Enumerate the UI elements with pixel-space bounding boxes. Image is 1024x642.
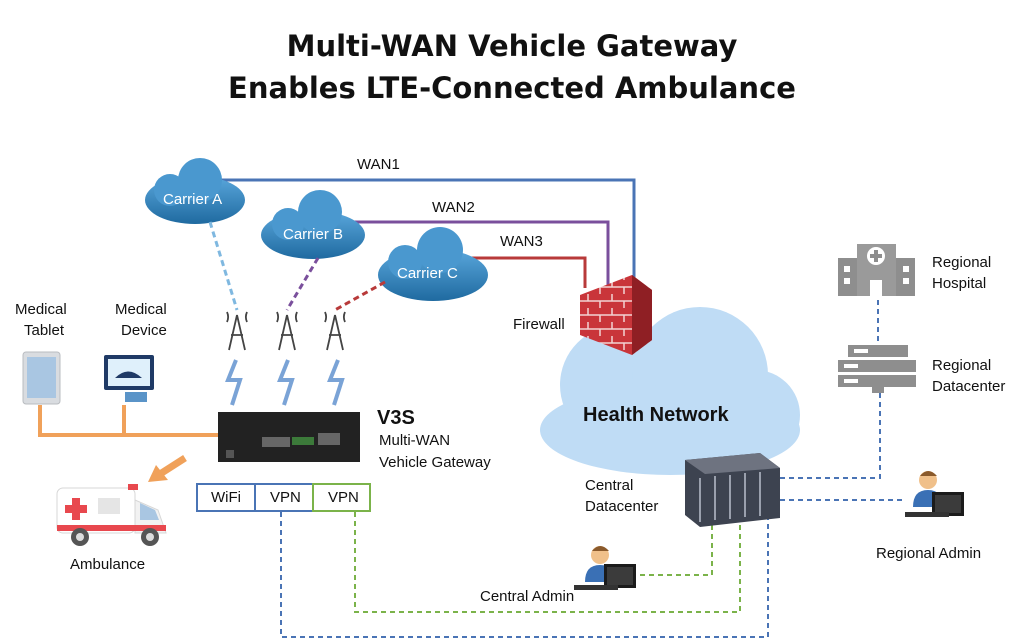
wan1-label: WAN1 [357, 156, 400, 173]
wifi-port-box [196, 483, 256, 512]
carrier-b-tower-link [285, 257, 320, 311]
medical-device-icon [104, 355, 154, 402]
cell-tower-icon [324, 311, 346, 351]
arrow-head [148, 465, 168, 482]
arrow-icon [158, 455, 187, 477]
vpn-port-box [312, 483, 371, 512]
carrier-a-tower-link [208, 221, 239, 311]
central-admin-label: Central Admin [480, 588, 575, 605]
health-network-label: Health Network [583, 404, 729, 426]
lightning-icon [277, 359, 295, 406]
wan3-link [470, 256, 587, 288]
datacenter-icon [838, 345, 916, 393]
title-line-1: Multi-WAN Vehicle Gateway [286, 29, 738, 63]
title-line-2: Enables LTE-Connected Ambulance [228, 71, 796, 105]
vpn-tunnel-green [354, 480, 741, 613]
lan-link [38, 405, 218, 437]
vpn-port-label: VPN [270, 489, 301, 506]
carrier-b-label: Carrier B [283, 226, 344, 243]
medical-tablet-label-line1: Medical [15, 301, 67, 318]
ambulance-icon [56, 484, 167, 546]
wan1-link [220, 178, 636, 288]
cell-tower-icon [276, 311, 298, 351]
admin-user-icon [905, 471, 964, 517]
carrier-c-label: Carrier C [397, 265, 458, 282]
central-datacenter-label-line1: Central [585, 477, 634, 494]
regional-datacenter-label-line1: Regional [932, 357, 992, 374]
regional-hospital-label-line1: Regional [932, 254, 992, 271]
vpn-port-box [254, 483, 314, 512]
gateway-label-line1: Multi-WAN [379, 432, 451, 449]
firewall-label: Firewall [513, 316, 565, 333]
central-datacenter-label-line2: Datacenter [585, 498, 659, 515]
health-network-cloud [540, 307, 800, 475]
lightning-icon [225, 359, 243, 406]
regional-hospital-label-line2: Hospital [932, 275, 987, 292]
regional-link [780, 393, 881, 479]
wifi-port-label: WiFi [211, 489, 241, 506]
cell-tower-icon [226, 311, 248, 351]
carrier-c-cloud [378, 227, 488, 301]
medical-device-label-line2: Device [121, 322, 167, 339]
regional-datacenter-label-line2: Datacenter [932, 378, 1006, 395]
central-admin-link [640, 525, 713, 576]
server-rack-icon [685, 453, 780, 527]
v3s-gateway-icon [218, 412, 360, 462]
wan2-label: WAN2 [432, 199, 475, 216]
wan3-label: WAN3 [500, 233, 543, 250]
medical-tablet-label-line2: Tablet [24, 322, 65, 339]
hospital-icon [838, 244, 915, 296]
wan2-link [352, 220, 610, 288]
gateway-label-line2: Vehicle Gateway [379, 454, 491, 471]
lightning-icon [327, 359, 345, 406]
carrier-a-label: Carrier A [163, 191, 223, 208]
medical-device-label-line1: Medical [115, 301, 167, 318]
ambulance-label: Ambulance [70, 556, 146, 573]
carrier-b-cloud [261, 190, 365, 259]
carrier-a-cloud [145, 158, 245, 224]
carrier-c-tower-link [334, 280, 386, 312]
gateway-model-label: V3S [377, 407, 415, 429]
vpn-port-label-2: VPN [328, 489, 359, 506]
tablet-icon [22, 351, 61, 405]
admin-user-icon [574, 546, 636, 590]
firewall-icon [580, 275, 652, 355]
regional-admin-label: Regional Admin [876, 545, 982, 562]
